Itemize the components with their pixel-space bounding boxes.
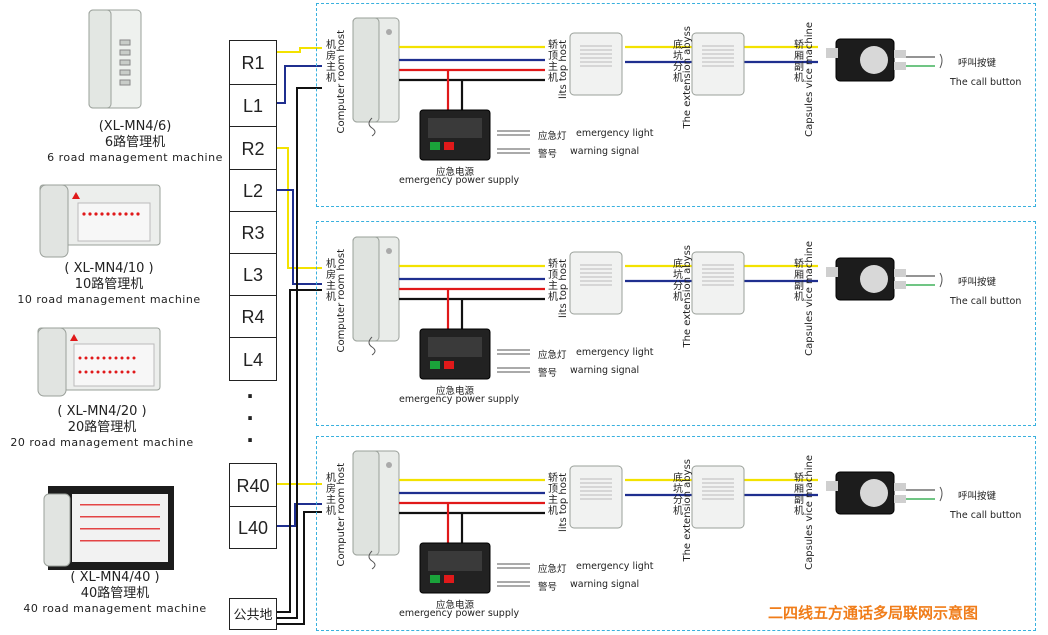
machine-caption-40: ( XL-MN4/40 ) 40路管理机 40 road management … bbox=[10, 571, 220, 615]
machine-cn-name: 6路管理机 bbox=[104, 135, 166, 150]
terminal-ellipsis: . . . bbox=[240, 380, 260, 446]
pit-en: The extension abyss bbox=[682, 245, 693, 348]
machine-cn-name: 20路管理机 bbox=[67, 420, 137, 435]
terminal-l3: L3 bbox=[229, 253, 277, 296]
warning-signal-cn: 警号 bbox=[538, 582, 558, 593]
power-supply-en: emergency power supply bbox=[399, 175, 520, 186]
car-sub-cn: 轿厢副机 bbox=[794, 259, 804, 303]
pit-cn: 底坑分机 bbox=[673, 40, 683, 84]
power-supply-cn: 应急电源 bbox=[436, 386, 475, 397]
power-supply-en: emergency power supply bbox=[399, 394, 520, 405]
machine-en-name: 40 road management machine bbox=[23, 602, 207, 615]
terminal-r3: R3 bbox=[229, 211, 277, 254]
warning-signal-en: warning signal bbox=[570, 365, 640, 376]
power-supply-en: emergency power supply bbox=[399, 608, 520, 619]
terminal-l1: L1 bbox=[229, 84, 277, 127]
machine-model: (XL-MN4/6) bbox=[98, 119, 172, 134]
terminal-r1: R1 bbox=[229, 40, 277, 85]
machine-en-name: 10 road management machine bbox=[17, 293, 201, 306]
car-top-cn: 轿顶主机 bbox=[548, 40, 558, 84]
management-machine-pictures bbox=[37, 9, 174, 570]
call-button-cn: 呼叫按键 bbox=[958, 58, 997, 69]
terminal-r4: R4 bbox=[229, 295, 277, 338]
machine-room-en: Computer room host bbox=[336, 249, 347, 353]
ellipsis-dot: . bbox=[246, 423, 254, 447]
car-top-en: lits top host bbox=[558, 40, 569, 100]
car-sub-cn: 轿厢副机 bbox=[794, 40, 804, 84]
warning-signal-cn: 警号 bbox=[538, 368, 558, 379]
emergency-light-en: emergency light bbox=[576, 561, 654, 572]
pit-cn: 底坑分机 bbox=[673, 473, 683, 517]
machine-caption-10: ( XL-MN4/10 ) 10路管理机 10 road management … bbox=[14, 262, 204, 306]
car-sub-en: Capsules vice machine bbox=[804, 22, 815, 137]
car-sub-en: Capsules vice machine bbox=[804, 241, 815, 356]
machine-en-name: 20 road management machine bbox=[10, 436, 194, 449]
warning-signal-en: warning signal bbox=[570, 146, 640, 157]
car-top-cn: 轿顶主机 bbox=[548, 473, 558, 517]
machine-en-name: 6 road management machine bbox=[47, 151, 223, 164]
terminal-l4: L4 bbox=[229, 337, 277, 381]
emergency-light-cn: 应急灯 bbox=[538, 131, 567, 142]
machine-caption-6: (XL-MN4/6) 6路管理机 6 road management machi… bbox=[40, 120, 230, 164]
machine-room-cn: 机房主机 bbox=[326, 259, 336, 303]
call-button-en: The call button bbox=[950, 296, 1022, 307]
power-supply-cn: 应急电源 bbox=[436, 167, 475, 178]
terminal-l40: L40 bbox=[229, 506, 277, 549]
call-button-en: The call button bbox=[950, 77, 1022, 88]
panel-3 bbox=[316, 436, 1036, 631]
machine-model: ( XL-MN4/20 ) bbox=[57, 404, 147, 419]
ellipsis-dot: . bbox=[246, 401, 254, 425]
emergency-light-en: emergency light bbox=[576, 128, 654, 139]
terminal-common-ground: 公共地 bbox=[229, 598, 277, 630]
warning-signal-en: warning signal bbox=[570, 579, 640, 590]
emergency-light-cn: 应急灯 bbox=[538, 564, 567, 575]
machine-room-cn: 机房主机 bbox=[326, 40, 336, 84]
call-button-en: The call button bbox=[950, 510, 1022, 521]
terminal-r2: R2 bbox=[229, 126, 277, 170]
car-top-en: lits top host bbox=[558, 473, 569, 533]
call-button-cn: 呼叫按键 bbox=[958, 277, 997, 288]
emergency-light-cn: 应急灯 bbox=[538, 350, 567, 361]
machine-cn-name: 40路管理机 bbox=[80, 586, 150, 601]
car-top-en: lits top host bbox=[558, 259, 569, 319]
pit-en: The extension abyss bbox=[682, 26, 693, 129]
call-button-cn: 呼叫按键 bbox=[958, 491, 997, 502]
diagram-title: 二四线五方通话多局联网示意图 bbox=[768, 604, 979, 622]
machine-room-cn: 机房主机 bbox=[326, 473, 336, 517]
pit-en: The extension abyss bbox=[682, 459, 693, 562]
machine-model: ( XL-MN4/10 ) bbox=[64, 261, 154, 276]
panel-1 bbox=[316, 3, 1036, 207]
pit-cn: 底坑分机 bbox=[673, 259, 683, 303]
machine-model: ( XL-MN4/40 ) bbox=[70, 570, 160, 585]
emergency-light-en: emergency light bbox=[576, 347, 654, 358]
car-sub-en: Capsules vice machine bbox=[804, 455, 815, 570]
power-supply-cn: 应急电源 bbox=[436, 600, 475, 611]
car-top-cn: 轿顶主机 bbox=[548, 259, 558, 303]
ellipsis-dot: . bbox=[246, 379, 254, 403]
car-sub-cn: 轿厢副机 bbox=[794, 473, 804, 517]
panel-2 bbox=[316, 221, 1036, 426]
machine-room-en: Computer room host bbox=[336, 463, 347, 567]
terminal-l2: L2 bbox=[229, 169, 277, 212]
terminal-r40: R40 bbox=[229, 463, 277, 507]
machine-caption-20: ( XL-MN4/20 ) 20路管理机 20 road management … bbox=[2, 405, 202, 449]
warning-signal-cn: 警号 bbox=[538, 149, 558, 160]
machine-room-en: Computer room host bbox=[336, 30, 347, 134]
machine-cn-name: 10路管理机 bbox=[74, 277, 144, 292]
